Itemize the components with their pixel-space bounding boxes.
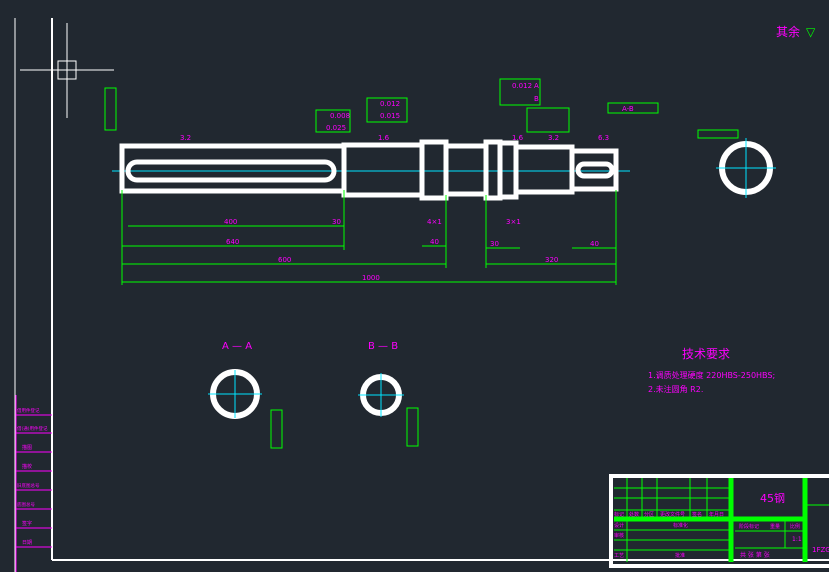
strip-label: 借(通)用件登记 <box>17 425 48 432</box>
dim-400: 400 <box>224 218 237 226</box>
roughness: 1.6 <box>512 134 524 142</box>
scale-value: 1:1 <box>792 536 802 543</box>
dim: 1000 <box>362 274 380 282</box>
title-block: 45钢 标记 处数 分区 更改文件号 签名 年月日 设计 标准化 审核 工艺 批… <box>609 474 829 568</box>
strip-label: 日期 <box>22 540 32 546</box>
section-b-label: B — B <box>368 341 398 352</box>
dimension-lines <box>104 78 739 285</box>
drawing-code: 1FZG <box>812 546 829 554</box>
strip-label: 底图总号 <box>17 501 35 508</box>
label: 标准化 <box>673 522 688 529</box>
shaft-outline <box>119 139 619 201</box>
strip-label: 借用件登记 <box>17 407 40 414</box>
section-a <box>208 369 283 449</box>
label: 工艺 <box>614 553 624 559</box>
dim: 640 <box>226 238 239 246</box>
strip-label: 描校 <box>22 463 32 470</box>
label: 审核 <box>614 532 624 539</box>
strip-label: 签字 <box>22 520 32 527</box>
surface-note: 其余 <box>776 24 800 39</box>
tech-requirements-title: 技术要求 <box>682 347 730 361</box>
dimension-texts: 400 30 640 4×1 40 600 1000 3×1 30 320 40… <box>180 82 634 282</box>
label: 阶段标记 <box>739 523 759 530</box>
tolerance: 0.008 <box>330 112 350 120</box>
section-b <box>358 373 419 447</box>
label: 标记 <box>614 511 624 518</box>
tolerance: 0.012 <box>512 82 532 90</box>
dim: 40 <box>430 238 439 246</box>
roughness: 3.2 <box>180 134 191 142</box>
roughness: 1.6 <box>378 134 390 142</box>
sheets: 共 张 第 张 <box>740 551 770 559</box>
label: 年月日 <box>709 511 724 518</box>
label: 处数 <box>629 511 639 518</box>
label: 重量 <box>770 523 780 530</box>
label: 签名 <box>692 511 702 518</box>
datum: A <box>534 82 539 90</box>
roughness: 6.3 <box>598 134 609 142</box>
dim: 4×1 <box>427 218 442 226</box>
dim: 3×1 <box>506 218 521 226</box>
label: 分区 <box>644 511 654 518</box>
dim: 30 <box>490 240 499 248</box>
material: 45钢 <box>760 492 785 505</box>
section-a-label: A — A <box>222 341 252 352</box>
dim: 600 <box>278 256 291 264</box>
roughness-symbol-icon: ▽ <box>806 25 816 39</box>
label: 批准 <box>675 552 685 559</box>
tolerance: A-B <box>622 105 634 113</box>
dim: 30 <box>332 218 341 226</box>
label: 更改文件号 <box>660 511 685 518</box>
datum: B <box>534 95 539 103</box>
dim: 320 <box>545 256 558 264</box>
tolerance: 0.025 <box>326 124 346 132</box>
end-view <box>716 138 776 198</box>
tech-requirement-1: 1.调质处理硬度 220HBS-250HBS; <box>648 370 775 380</box>
label: 比例 <box>790 523 800 530</box>
crosshair-cursor <box>20 23 114 118</box>
tech-requirement-2: 2.未注圆角 R2. <box>648 384 703 394</box>
tolerance: 0.015 <box>380 112 400 120</box>
side-strip: 借用件登记 借(通)用件登记 描图 描校 旧底图总号 底图总号 签字 日期 <box>15 395 52 572</box>
tolerance: 0.012 <box>380 100 400 108</box>
strip-label: 旧底图总号 <box>17 482 40 489</box>
label: 设计 <box>614 522 624 529</box>
roughness: 3.2 <box>548 134 559 142</box>
dim: 40 <box>590 240 599 248</box>
strip-label: 描图 <box>22 444 32 451</box>
